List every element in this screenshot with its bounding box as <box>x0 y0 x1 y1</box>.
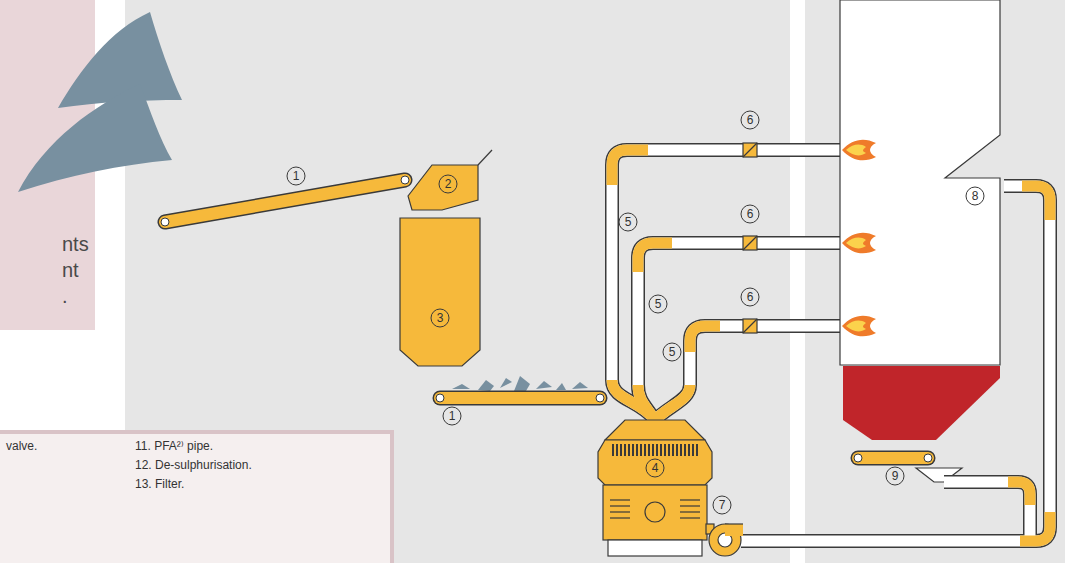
conveyor <box>161 176 409 226</box>
boiler <box>840 0 1000 365</box>
fan <box>706 524 743 556</box>
callout-number: 5 <box>663 343 681 361</box>
legend-text: 12. De-sulphurisation. <box>135 457 252 473</box>
callout-number: 5 <box>649 295 667 313</box>
callout-number: 3 <box>431 309 449 327</box>
callout-number: 6 <box>741 288 759 306</box>
legend-text: valve. <box>6 438 37 454</box>
legend-panel: valve. 11. PFA²⁾ pipe. 12. De-sulphurisati… <box>0 430 394 563</box>
side-text: nt <box>62 258 79 282</box>
boiler-hopper <box>843 366 1000 440</box>
callout-number: 2 <box>439 175 457 193</box>
callout-number: 9 <box>886 467 904 485</box>
pf-pipes <box>612 150 840 420</box>
side-text: . <box>62 284 68 308</box>
coal-lumps <box>452 376 588 391</box>
coal-pile <box>18 84 172 192</box>
callout-number: 5 <box>619 213 637 231</box>
bunker <box>400 218 480 366</box>
burner-flame <box>842 140 876 337</box>
legend-text: 13. Filter. <box>135 476 184 492</box>
conveyor <box>436 394 604 402</box>
callout-number: 4 <box>646 459 664 477</box>
coal-mill <box>598 420 712 556</box>
legend-text: 11. PFA²⁾ pipe. <box>135 438 213 454</box>
callout-number: 7 <box>713 496 731 514</box>
callout-number: 1 <box>287 167 305 185</box>
coal-pile <box>58 12 182 108</box>
callout-number: 6 <box>741 205 759 223</box>
conveyor <box>854 454 932 462</box>
callout-number: 6 <box>741 111 759 129</box>
hopper <box>408 150 492 210</box>
callout-number: 8 <box>966 187 984 205</box>
return-pipes <box>741 186 1050 541</box>
callout-number: 1 <box>443 407 461 425</box>
ground <box>805 0 1065 563</box>
side-text: nts <box>62 232 89 256</box>
